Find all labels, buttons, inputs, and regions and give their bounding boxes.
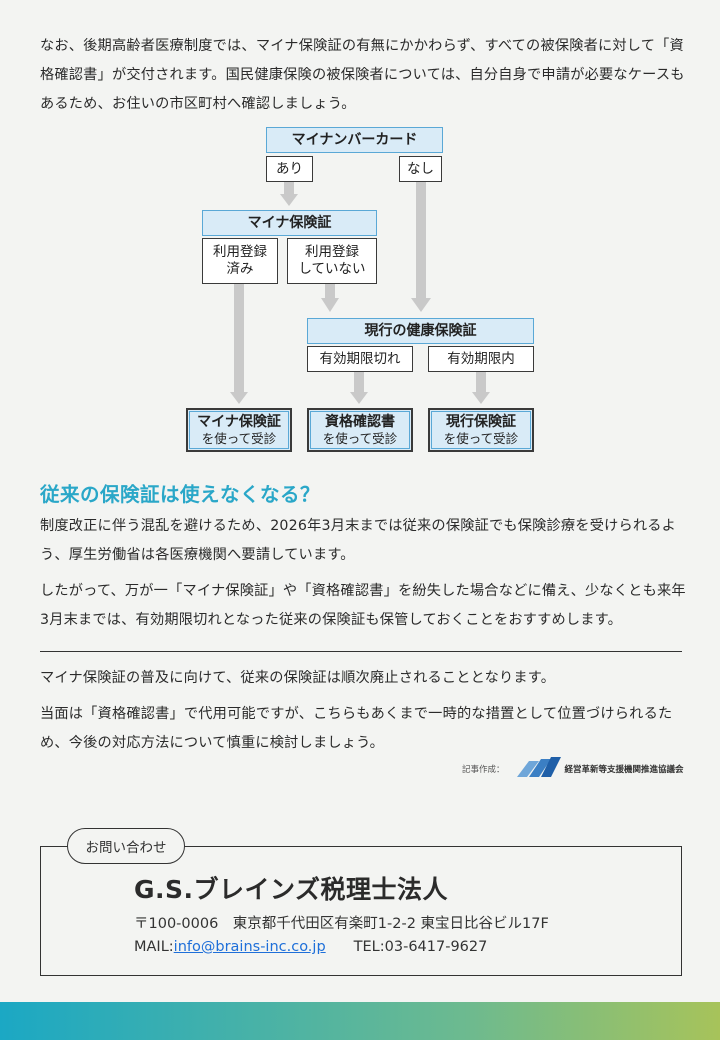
fc-result-title: 資格確認書	[325, 414, 395, 430]
fc-expired: 有効期限切れ	[307, 346, 413, 372]
arrow-notreg-to-current-head	[321, 298, 339, 312]
address: 〒100-0006 東京都千代田区有楽町1-2-2 東宝日比谷ビル17F	[134, 916, 549, 932]
fc-result-title: 現行保険証	[446, 414, 516, 430]
bottom-gradient-bar	[0, 1002, 720, 1040]
section-title: 従来の保険証は使えなくなる？	[40, 483, 321, 506]
fc-result-myna: マイナ保険証 を使って受診	[186, 408, 292, 452]
arrow-expired-to-result-head	[350, 392, 368, 404]
section-paragraph-2: したがって、万が一「マイナ保険証」や「資格確認書」を紛失した場合などに備え、少な…	[40, 583, 686, 628]
fc-valid: 有効期限内	[428, 346, 534, 372]
arrow-valid-to-result-head	[472, 392, 490, 404]
contact-box	[40, 846, 682, 976]
section-paragraph-1: 制度改正に伴う混乱を避けるため、2026年3月末までは従来の保険証でも保険診療を…	[40, 518, 677, 563]
closing-paragraph-1: マイナ保険証の普及に向けて、従来の保険証は順次廃止されることとなります。	[40, 670, 556, 686]
fc-registered: 利用登録 済み	[202, 238, 278, 284]
arrow-expired-to-result	[354, 372, 364, 394]
fc-result-sub: を使って受診	[201, 431, 277, 446]
fc-current-insurance: 現行の健康保険証	[307, 318, 534, 344]
contact-tab: お問い合わせ	[67, 828, 185, 864]
fc-yes: あり	[266, 156, 313, 182]
intro-paragraph: なお、後期高齢者医療制度では、マイナ保険証の有無にかかわらず、すべての被保険者に…	[40, 38, 685, 112]
fc-myna-insurance: マイナ保険証	[202, 210, 377, 236]
arrow-no-to-current	[416, 182, 426, 300]
firm-name: G.S.ブレインズ税理士法人	[134, 875, 449, 904]
fc-no: なし	[399, 156, 442, 182]
arrow-valid-to-result	[476, 372, 486, 394]
fc-result-sub: を使って受診	[443, 431, 519, 446]
arrow-reg-to-result-head	[230, 392, 248, 404]
fc-result-sub: を使って受診	[322, 431, 398, 446]
arrow-yes-to-myna-head	[280, 194, 298, 206]
arrow-no-to-current-head	[411, 298, 431, 312]
article-credit: 記事作成： 経営革新等支援機関推進協議会	[462, 757, 702, 781]
fc-mynumber-card: マイナンバーカード	[266, 127, 443, 153]
mail-label: MAIL:	[134, 939, 174, 955]
fc-result-certificate: 資格確認書 を使って受診	[307, 408, 413, 452]
credit-org: 経営革新等支援機関推進協議会	[564, 765, 684, 775]
fc-not-registered: 利用登録 していない	[287, 238, 377, 284]
flowchart-arrows	[230, 182, 490, 404]
contact-row: MAIL:info@brains-inc.co.jp TEL:03-6417-96…	[134, 939, 487, 955]
arrow-reg-to-result	[234, 284, 244, 394]
arrow-notreg-to-current	[325, 284, 335, 300]
credit-label: 記事作成：	[462, 765, 505, 775]
stripes-logo-icon	[516, 757, 561, 781]
tel: TEL:03-6417-9627	[353, 939, 488, 955]
arrow-yes-to-myna	[284, 182, 294, 196]
fc-result-title: マイナ保険証	[197, 414, 281, 430]
divider	[40, 651, 682, 652]
closing-paragraph-2: 当面は「資格確認書」で代用可能ですが、こちらもあくまで一時的な措置として位置づけ…	[40, 706, 673, 751]
mail-link[interactable]: info@brains-inc.co.jp	[173, 939, 326, 955]
fc-result-current: 現行保険証 を使って受診	[428, 408, 534, 452]
